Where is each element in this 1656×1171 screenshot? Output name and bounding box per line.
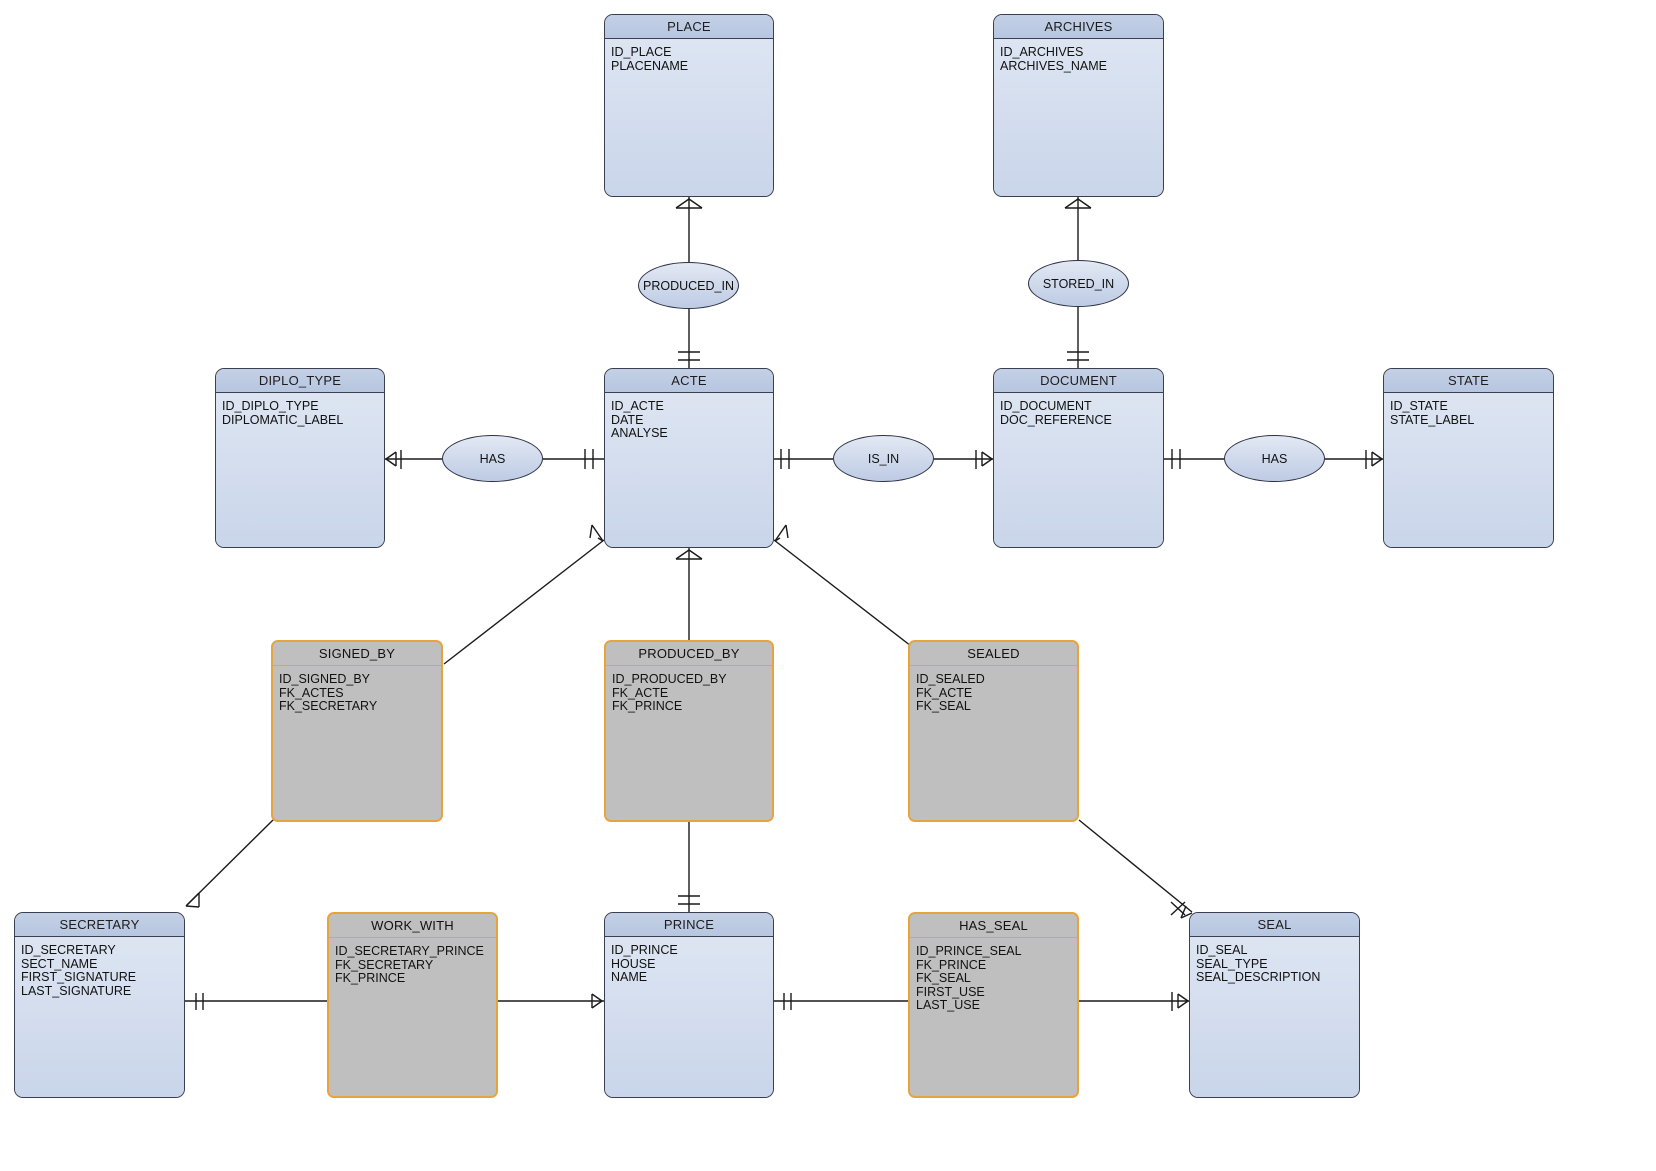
attribute: SECT_NAME [21, 956, 98, 971]
attribute: FK_ACTE [612, 685, 669, 700]
attribute: ID_SIGNED_BY [279, 672, 371, 686]
attribute: ID_DIPLO_TYPE [222, 399, 319, 413]
attribute: ID_STATE [1390, 399, 1448, 413]
entity-title-place: PLACE [605, 15, 773, 39]
entity-title-work_with: WORK_WITH [329, 914, 496, 938]
attribute: ID_PLACE [611, 45, 672, 59]
attribute: PLACENAME [611, 58, 689, 73]
relationship-produced_in[interactable]: PRODUCED_IN [638, 262, 739, 309]
entity-title-secretary: SECRETARY [15, 913, 184, 937]
relationship-has_diplo[interactable]: HAS [442, 435, 543, 482]
edge-sealed-seal [1078, 819, 1193, 913]
attribute: FIRST_USE [916, 984, 985, 999]
relationship-label: PRODUCED_IN [643, 278, 734, 293]
entity-title-has_seal: HAS_SEAL [910, 914, 1077, 938]
relationship-label: STORED_IN [1042, 276, 1115, 291]
attribute: SEAL_TYPE [1196, 956, 1268, 971]
attribute: FK_SEAL [916, 971, 971, 985]
entity-title-state: STATE [1384, 369, 1553, 393]
attribute: FK_SEAL [916, 699, 971, 713]
attribute: ID_SECRETARY [21, 943, 116, 957]
attribute: ID_DOCUMENT [1000, 399, 1092, 413]
attribute: FK_ACTES [279, 685, 344, 700]
attribute: LAST_USE [916, 998, 980, 1012]
attribute: ID_SECRETARY_PRINCE [335, 944, 484, 958]
entity-title-acte: ACTE [605, 369, 773, 393]
attribute: ID_SEAL [1196, 943, 1248, 957]
attribute: NAME [611, 970, 648, 984]
attribute: FK_PRINCE [916, 957, 987, 972]
attribute: HOUSE [611, 956, 656, 971]
attribute: FK_PRINCE [612, 699, 683, 713]
entity-title-document: DOCUMENT [994, 369, 1163, 393]
attribute: ID_PRINCE_SEAL [916, 944, 1022, 958]
relationship-stored_in[interactable]: STORED_IN [1028, 260, 1129, 307]
attribute: FK_PRINCE [335, 971, 406, 985]
attribute: ARCHIVES_NAME [1000, 58, 1107, 73]
attribute: STATE_LABEL [1390, 412, 1475, 427]
entity-title-signed_by: SIGNED_BY [273, 642, 441, 666]
edge-signed_by-secretary [186, 819, 274, 906]
edge-acte-signed_by [443, 539, 605, 665]
relationship-has_state[interactable]: HAS [1224, 435, 1325, 482]
entity-title-archives: ARCHIVES [994, 15, 1163, 39]
attribute: ID_SEALED [916, 672, 985, 686]
entity-title-produced_by: PRODUCED_BY [606, 642, 772, 666]
attribute: ANALYSE [611, 426, 668, 440]
attribute: ID_PRINCE [611, 943, 678, 957]
edge-acte-sealed [773, 539, 912, 647]
attribute: DATE [611, 412, 644, 427]
entity-title-diplo_type: DIPLO_TYPE [216, 369, 384, 393]
relationship-is_in[interactable]: IS_IN [833, 435, 934, 482]
entity-title-prince: PRINCE [605, 913, 773, 937]
attribute: DOC_REFERENCE [1000, 412, 1112, 427]
attribute: ID_ARCHIVES [1000, 45, 1084, 59]
attribute: FK_ACTE [916, 685, 973, 700]
attribute: FIRST_SIGNATURE [21, 970, 137, 984]
relationship-label: IS_IN [867, 451, 900, 466]
attribute: ID_ACTE [611, 399, 664, 413]
attribute: ID_PRODUCED_BY [612, 672, 727, 686]
entity-title-seal: SEAL [1190, 913, 1359, 937]
relationship-label: HAS [479, 451, 506, 466]
entity-title-sealed: SEALED [910, 642, 1077, 666]
attribute: FK_SECRETARY [335, 957, 434, 972]
attribute: SEAL_DESCRIPTION [1196, 970, 1321, 984]
attribute: DIPLOMATIC_LABEL [222, 412, 344, 427]
relationship-label: HAS [1261, 451, 1288, 466]
attribute: LAST_SIGNATURE [21, 983, 132, 998]
attribute: FK_SECRETARY [279, 699, 378, 713]
